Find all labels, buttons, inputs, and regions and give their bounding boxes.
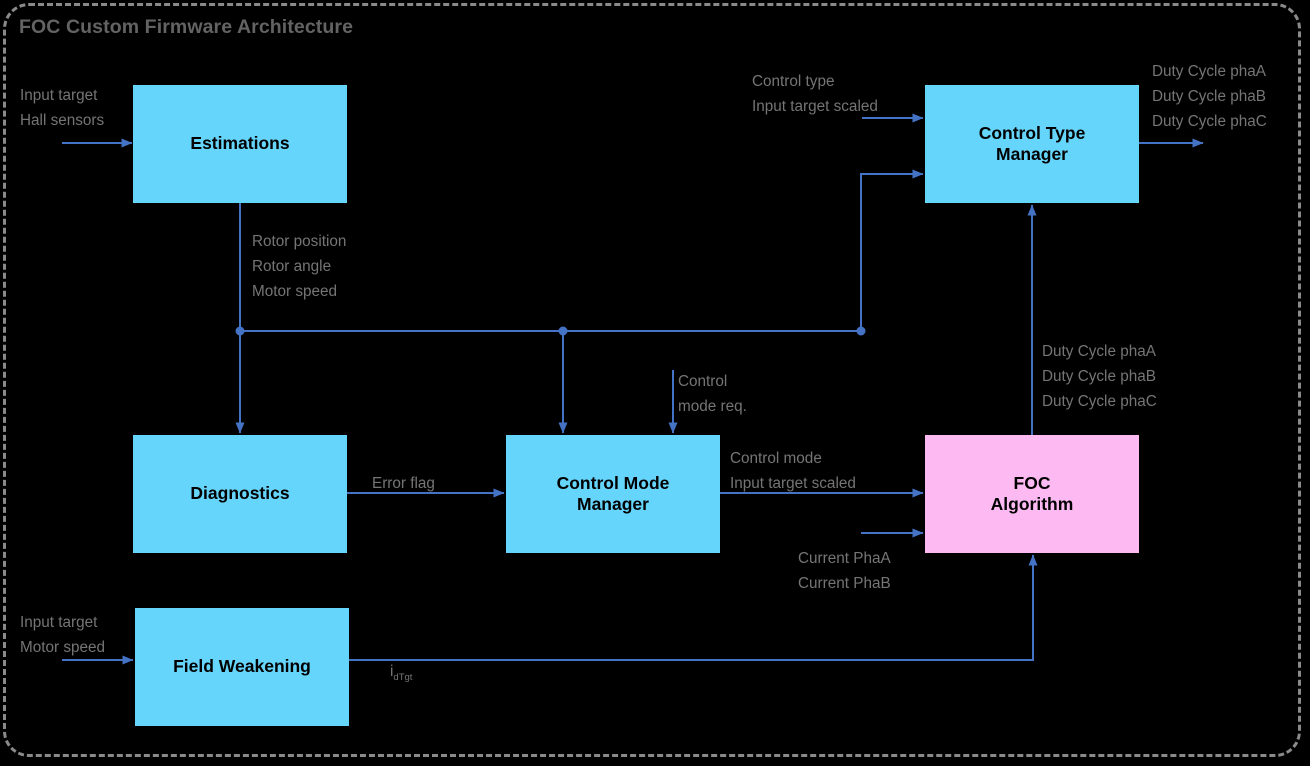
idtgt-subscript: dTgt xyxy=(393,672,413,684)
block-estimations[interactable]: Estimations xyxy=(133,85,347,203)
junction-dot-control-mode xyxy=(558,326,568,336)
junction-dot-control-type xyxy=(856,326,866,336)
signal-label-control-type-output: Duty Cycle phaA Duty Cycle phaB Duty Cyc… xyxy=(1152,63,1267,131)
signal-label-control-mode-output: Control mode Input target scaled xyxy=(730,450,856,493)
signal-label-idtgt: idTgt xyxy=(373,634,412,711)
signal-label-control-mode-req: Control mode req. xyxy=(678,373,747,416)
wire-bus-to-control-type-manager xyxy=(860,169,924,331)
signal-label-estimations-output: Rotor position Rotor angle Motor speed xyxy=(252,233,347,301)
wire-idtgt-to-foc xyxy=(349,554,1038,661)
signal-label-field-weakening-input: Input target Motor speed xyxy=(20,614,106,657)
junction-dot-estimations xyxy=(235,326,245,336)
block-control-type-manager[interactable]: Control Type Manager xyxy=(925,85,1139,203)
block-foc-algorithm[interactable]: FOC Algorithm xyxy=(925,435,1139,553)
signal-label-error-flag: Error flag xyxy=(372,475,435,492)
block-estimations-label: Estimations xyxy=(190,133,290,154)
block-diagnostics[interactable]: Diagnostics xyxy=(133,435,347,553)
idtgt-base: i xyxy=(390,663,394,681)
signal-label-control-type-input: Control type Input target scaled xyxy=(752,73,878,116)
block-control-mode-manager-label: Control Mode Manager xyxy=(556,472,670,514)
block-field-weakening-label: Field Weakening xyxy=(173,656,311,677)
block-foc-algorithm-label: FOC Algorithm xyxy=(990,472,1074,514)
block-field-weakening[interactable]: Field Weakening xyxy=(135,608,349,726)
signal-label-duty-cycle-feedback: Duty Cycle phaA Duty Cycle phaB Duty Cyc… xyxy=(1042,343,1157,411)
block-control-type-manager-label: Control Type Manager xyxy=(978,122,1086,164)
signal-label-current-phases: Current PhaA Current PhaB xyxy=(798,550,891,593)
signal-label-estimations-input: Input target Hall sensors xyxy=(20,87,105,130)
block-control-mode-manager[interactable]: Control Mode Manager xyxy=(506,435,720,553)
page-title: FOC Custom Firmware Architecture xyxy=(19,16,354,38)
block-diagnostics-label: Diagnostics xyxy=(190,483,290,504)
